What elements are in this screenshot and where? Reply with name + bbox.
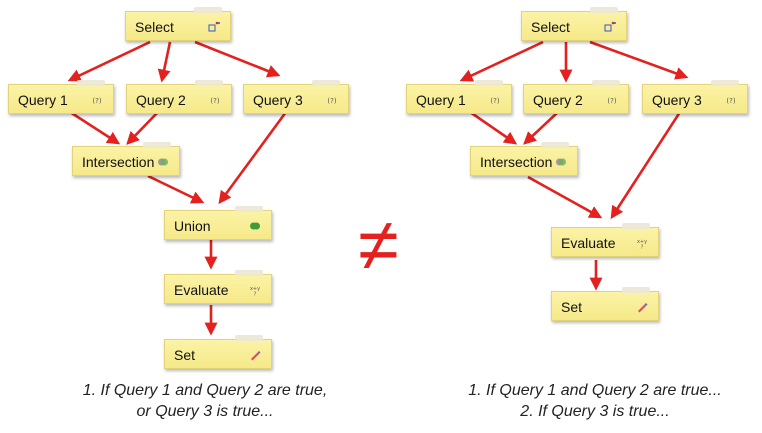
node-label: Intersection [480,154,553,170]
svg-text:(?): (?) [490,97,499,105]
node-query3[interactable]: Query 3 (?) [243,80,349,114]
svg-text:?: ? [641,245,644,250]
arrow-r-select-to-query3 [589,40,689,80]
svg-text:(?): (?) [327,97,336,105]
query-icon: (?) [210,97,219,105]
node-label: Evaluate [174,282,229,298]
node-query2[interactable]: Query 2 (?) [126,80,232,114]
left-caption-line1: 1. If Query 1 and Query 2 are true, [82,382,328,399]
svg-text:x+y: x+y [250,286,260,292]
arrow-r-query3-to-evaluate [610,111,682,220]
node-label: Set [174,347,196,363]
left-caption: 1. If Query 1 and Query 2 are true, or Q… [40,380,370,422]
node-r-query3[interactable]: Query 3 (?) [642,80,748,114]
arrow-query2-to-intersection [126,111,159,145]
node-r-select[interactable]: Select [521,7,627,41]
svg-text:(?): (?) [92,97,101,105]
node-r-query1[interactable]: Query 1 (?) [406,80,512,114]
node-label: Select [135,19,174,35]
arrow-query1-to-intersection [69,110,121,145]
arrow-query3-to-union [218,111,288,205]
right-caption-line2: 2. If Query 3 is true... [520,403,670,420]
evaluate-formula-icon: x+y ? [637,239,647,250]
node-set[interactable]: Set [164,335,272,369]
node-label: Intersection [82,154,155,170]
arrow-r-query1-to-intersection [469,110,518,145]
node-intersection[interactable]: Intersection [72,142,180,176]
pencil-icon [638,303,648,313]
node-label: Query 2 [533,92,583,108]
svg-text:(?): (?) [210,97,219,105]
not-equal-symbol: ≠ [358,203,399,286]
arrow-intersection-to-union [147,174,205,204]
node-union[interactable]: Union [164,206,272,240]
query-icon: (?) [92,97,101,105]
evaluate-formula-icon: x+y ? [250,286,260,297]
union-circles-icon [250,222,260,230]
intersection-circles-icon [158,158,168,166]
node-r-intersection[interactable]: Intersection [470,142,578,176]
node-label: Union [174,218,211,234]
arrow-select-to-query2 [157,41,172,83]
node-evaluate[interactable]: Evaluate x+y ? [164,270,272,304]
node-r-evaluate[interactable]: Evaluate x+y ? [551,223,659,257]
select-dots-icon [208,21,220,32]
node-label: Evaluate [561,235,616,251]
node-label: Query 1 [18,92,68,108]
query-icon: (?) [327,97,336,105]
arrow-select-to-query1 [67,40,151,82]
node-label: Query 3 [652,92,702,108]
node-label: Query 3 [253,92,303,108]
right-caption: 1. If Query 1 and Query 2 are true... 2.… [440,380,750,422]
arrow-r-select-to-query1 [459,40,544,82]
svg-text:x+y: x+y [637,239,647,245]
node-r-set[interactable]: Set [551,287,659,321]
arrow-r-query2-to-intersection [523,111,559,145]
arrow-select-to-query3 [194,40,281,78]
query-icon: (?) [726,97,735,105]
svg-text:?: ? [254,292,257,297]
node-select[interactable]: Select [125,7,231,41]
svg-text:(?): (?) [726,97,735,105]
node-label: Select [531,19,570,35]
node-label: Query 1 [416,92,466,108]
select-dots-icon [604,21,616,32]
intersection-circles-icon [556,158,566,166]
left-caption-line2: or Query 3 is true... [136,403,274,420]
node-query1[interactable]: Query 1 (?) [8,80,114,114]
right-caption-line1: 1. If Query 1 and Query 2 are true... [468,382,722,399]
node-label: Set [561,299,583,315]
query-icon: (?) [607,97,616,105]
node-label: Query 2 [136,92,186,108]
arrow-r-intersection-to-evaluate [527,175,603,219]
pencil-icon [251,351,261,361]
query-icon: (?) [490,97,499,105]
svg-text:(?): (?) [607,97,616,105]
node-r-query2[interactable]: Query 2 (?) [523,80,629,114]
